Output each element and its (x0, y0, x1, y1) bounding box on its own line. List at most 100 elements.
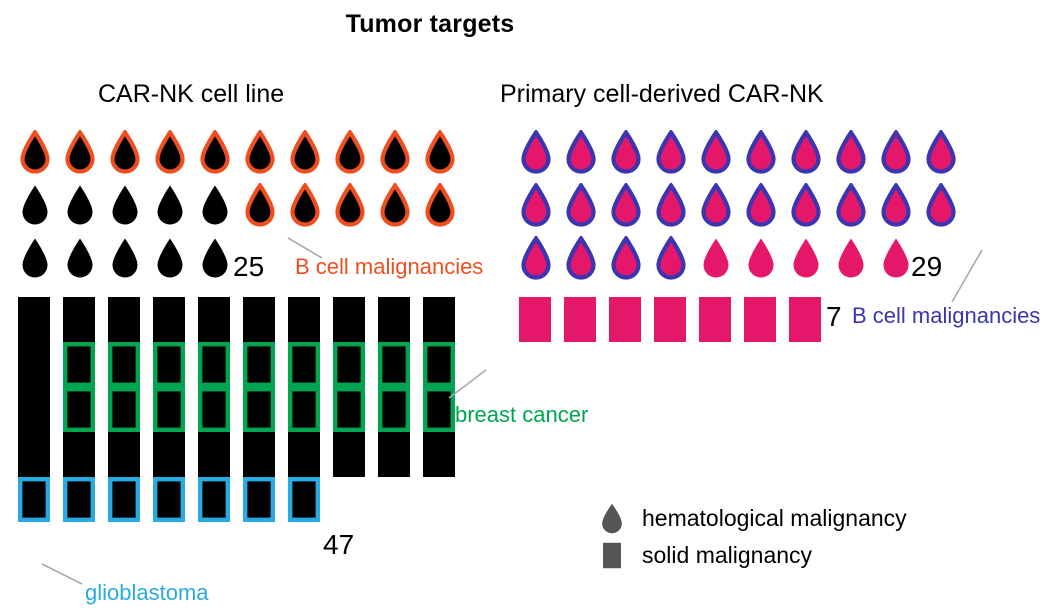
droplet-icon (566, 236, 596, 280)
pictogram-icon-cell (879, 130, 913, 174)
droplet-icon (157, 185, 183, 225)
droplet-icon (22, 238, 48, 278)
pictogram-icon-cell (288, 297, 320, 342)
droplet-icon (602, 503, 622, 534)
pictogram-icon-cell (288, 130, 322, 174)
droplet-icon (521, 183, 551, 227)
pictogram-icon-cell (198, 183, 232, 227)
pictogram-icon-cell (18, 130, 52, 174)
square-icon (288, 297, 320, 342)
pictogram-icon-cell (378, 297, 410, 342)
pictogram-icon-cell (834, 236, 868, 280)
droplet-icon (566, 183, 596, 227)
pictogram-icon-cell (243, 387, 275, 432)
pictogram-icon-cell (153, 130, 187, 174)
square-icon (609, 297, 641, 342)
square-icon (63, 387, 95, 432)
pictogram-icon-cell (333, 130, 367, 174)
droplet-icon (155, 130, 185, 174)
pictogram-icon-cell (153, 342, 185, 387)
pictogram-icon-cell (198, 297, 230, 342)
pictogram-icon-cell (378, 342, 410, 387)
pictogram-icon-cell (519, 297, 551, 342)
pictogram-icon-cell (423, 297, 455, 342)
square-icon (243, 432, 275, 477)
pictogram-icon-cell (243, 342, 275, 387)
square-icon (153, 387, 185, 432)
square-icon (378, 432, 410, 477)
droplet-icon (245, 183, 275, 227)
pictogram-icon-cell (654, 183, 688, 227)
droplet-icon (746, 130, 776, 174)
droplet-icon (881, 183, 911, 227)
square-icon (108, 342, 140, 387)
pictogram-icon-cell (519, 236, 553, 280)
pictogram-icon-cell (609, 183, 643, 227)
label-b-cell-malignancies-primary: B cell malignancies (852, 303, 1041, 328)
square-icon (423, 342, 455, 387)
square-icon (654, 297, 686, 342)
pictogram-icon-cell (108, 387, 140, 432)
droplet-icon (611, 236, 641, 280)
pictogram-icon-cell (699, 130, 733, 174)
square-icon (519, 297, 551, 342)
pictogram-icon-cell (789, 130, 823, 174)
pictogram-icon-cell (243, 477, 275, 522)
droplet-icon (793, 238, 819, 278)
pictogram-icon-cell (609, 236, 643, 280)
pictogram-icon-cell (153, 432, 185, 477)
pictogram-icon-cell (153, 387, 185, 432)
pictogram-icon-cell (243, 432, 275, 477)
pictogram-icon-cell (423, 387, 455, 432)
droplet-icon (425, 130, 455, 174)
square-icon (108, 387, 140, 432)
label-glioblastoma: glioblastoma (85, 580, 209, 605)
pictogram-icon-cell (288, 183, 322, 227)
droplet-icon (838, 238, 864, 278)
pictogram-icon-cell (423, 432, 455, 477)
pictogram-icon-cell (198, 236, 232, 280)
pictogram-icon-cell (378, 432, 410, 477)
pictogram-icon-cell (153, 183, 187, 227)
pictogram-icon-cell (108, 432, 140, 477)
droplet-icon (926, 183, 956, 227)
droplet-icon (290, 130, 320, 174)
droplet-icon (335, 130, 365, 174)
droplet-icon (748, 238, 774, 278)
droplet-icon (157, 238, 183, 278)
square-icon (18, 342, 50, 387)
pictogram-icon-cell (63, 432, 95, 477)
droplet-icon (791, 183, 821, 227)
pictogram-icon-cell (63, 236, 97, 280)
pictogram-icon-cell (789, 183, 823, 227)
pictogram-icon-cell (699, 297, 731, 342)
square-icon (108, 432, 140, 477)
count-cellline-hematological: 25 (233, 251, 265, 282)
square-icon (243, 387, 275, 432)
pictogram-icon-cell (744, 236, 778, 280)
pictogram-icon-cell (378, 130, 412, 174)
square-icon (603, 542, 621, 569)
square-icon (423, 297, 455, 342)
pictogram-icon-cell (288, 342, 320, 387)
pictogram-icon-cell (108, 477, 140, 522)
droplet-icon (110, 130, 140, 174)
pictogram-icon-cell (744, 297, 776, 342)
droplet-icon (65, 130, 95, 174)
pictogram-icon-cell (198, 342, 230, 387)
pictogram-icon-cell (564, 130, 598, 174)
square-icon (108, 477, 140, 522)
droplet-icon (22, 185, 48, 225)
pictogram-icon-cell (609, 130, 643, 174)
square-icon (108, 297, 140, 342)
pictogram-icon-cell (63, 387, 95, 432)
pictogram-icon-cell (18, 342, 50, 387)
pictogram-icon-cell (699, 236, 733, 280)
pictogram-icon-cell (108, 236, 142, 280)
label-b-cell-malignancies-cellline: B cell malignancies (295, 254, 484, 279)
square-icon (63, 297, 95, 342)
square-icon (18, 387, 50, 432)
pictogram-icon-cell (18, 183, 52, 227)
square-icon (198, 342, 230, 387)
droplet-icon (791, 130, 821, 174)
